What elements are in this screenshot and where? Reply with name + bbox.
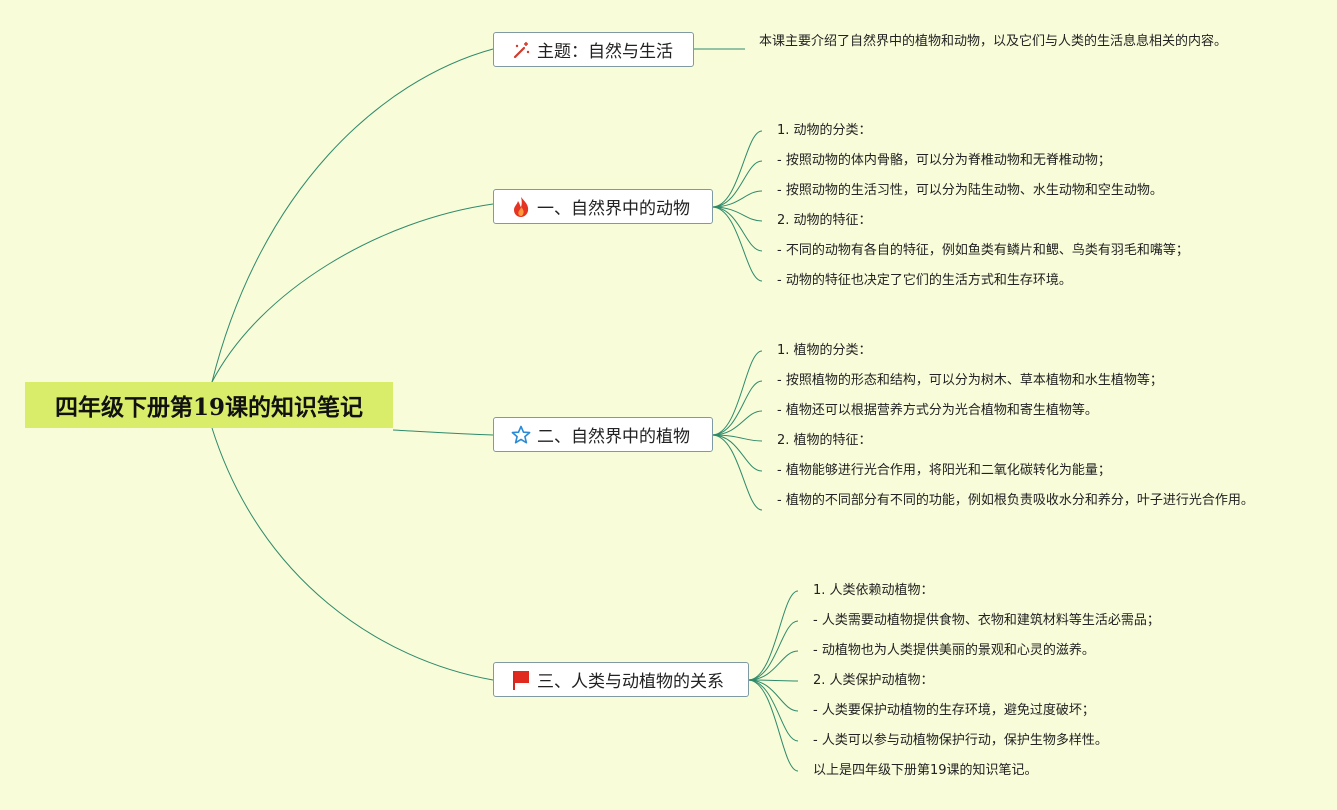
magic-wand-icon [510,39,532,61]
leaf-animals-3: - 按照动物的生活习性，可以分为陆生动物、水生动物和空生动物。 [777,183,1163,198]
branch-label: 一、自然界中的动物 [537,199,690,219]
leaf-relations-7: 以上是四年级下册第19课的知识笔记。 [813,763,1038,778]
connector-root-b1 [211,203,494,383]
connector-root-b2 [392,429,494,436]
leaf-relations-3: - 动植物也为人类提供美丽的景观和心灵的滋养。 [813,643,1095,658]
connector-root-b0 [211,48,494,383]
fire-icon [510,196,532,218]
leaf-relations-2: - 人类需要动植物提供食物、衣物和建筑材料等生活必需品； [813,613,1160,628]
leaf-relations-4: 2. 人类保护动植物： [813,673,934,688]
leaf-animals-2: - 按照动物的体内骨骼，可以分为脊椎动物和无脊椎动物； [777,153,1111,168]
branch-label: 主题：自然与生活 [537,42,673,62]
branch-animals[interactable]: 一、自然界中的动物 [493,189,713,224]
leaf-relations-6: - 人类可以参与动植物保护行动，保护生物多样性。 [813,733,1108,748]
leaf-plants-5: - 植物能够进行光合作用，将阳光和二氧化碳转化为能量； [777,463,1111,478]
leaf-animals-6: - 动物的特征也决定了它们的生活方式和生存环境。 [777,273,1072,288]
leaf-animals-1: 1. 动物的分类： [777,123,872,138]
leaf-relations-1: 1. 人类依赖动植物： [813,583,934,598]
flag-icon [510,669,532,691]
leaf-animals-5: - 不同的动物有各自的特征，例如鱼类有鳞片和鳃、鸟类有羽毛和嘴等； [777,243,1189,258]
leaf-plants-3: - 植物还可以根据营养方式分为光合植物和寄生植物等。 [777,403,1098,418]
branch-label: 三、人类与动植物的关系 [537,672,724,692]
branch-label: 二、自然界中的植物 [537,427,690,447]
leaf-plants-4: 2. 植物的特征： [777,433,872,448]
leaf-theme-summary: 本课主要介绍了自然界中的植物和动物，以及它们与人类的生活息息相关的内容。 [759,34,1228,49]
connector-root-b3 [211,427,494,681]
branch-theme[interactable]: 主题：自然与生活 [493,32,694,67]
branch-relations[interactable]: 三、人类与动植物的关系 [493,662,749,697]
branch-plants[interactable]: 二、自然界中的植物 [493,417,713,452]
leaf-plants-1: 1. 植物的分类： [777,343,872,358]
root-topic[interactable]: 四年级下册第19课的知识笔记 [25,382,393,428]
leaf-relations-5: - 人类要保护动植物的生存环境，避免过度破坏； [813,703,1095,718]
leaf-plants-2: - 按照植物的形态和结构，可以分为树木、草本植物和水生植物等； [777,373,1163,388]
leaf-plants-6: - 植物的不同部分有不同的功能，例如根负责吸收水分和养分，叶子进行光合作用。 [777,493,1254,508]
star-icon [510,424,532,446]
leaf-animals-4: 2. 动物的特征： [777,213,872,228]
